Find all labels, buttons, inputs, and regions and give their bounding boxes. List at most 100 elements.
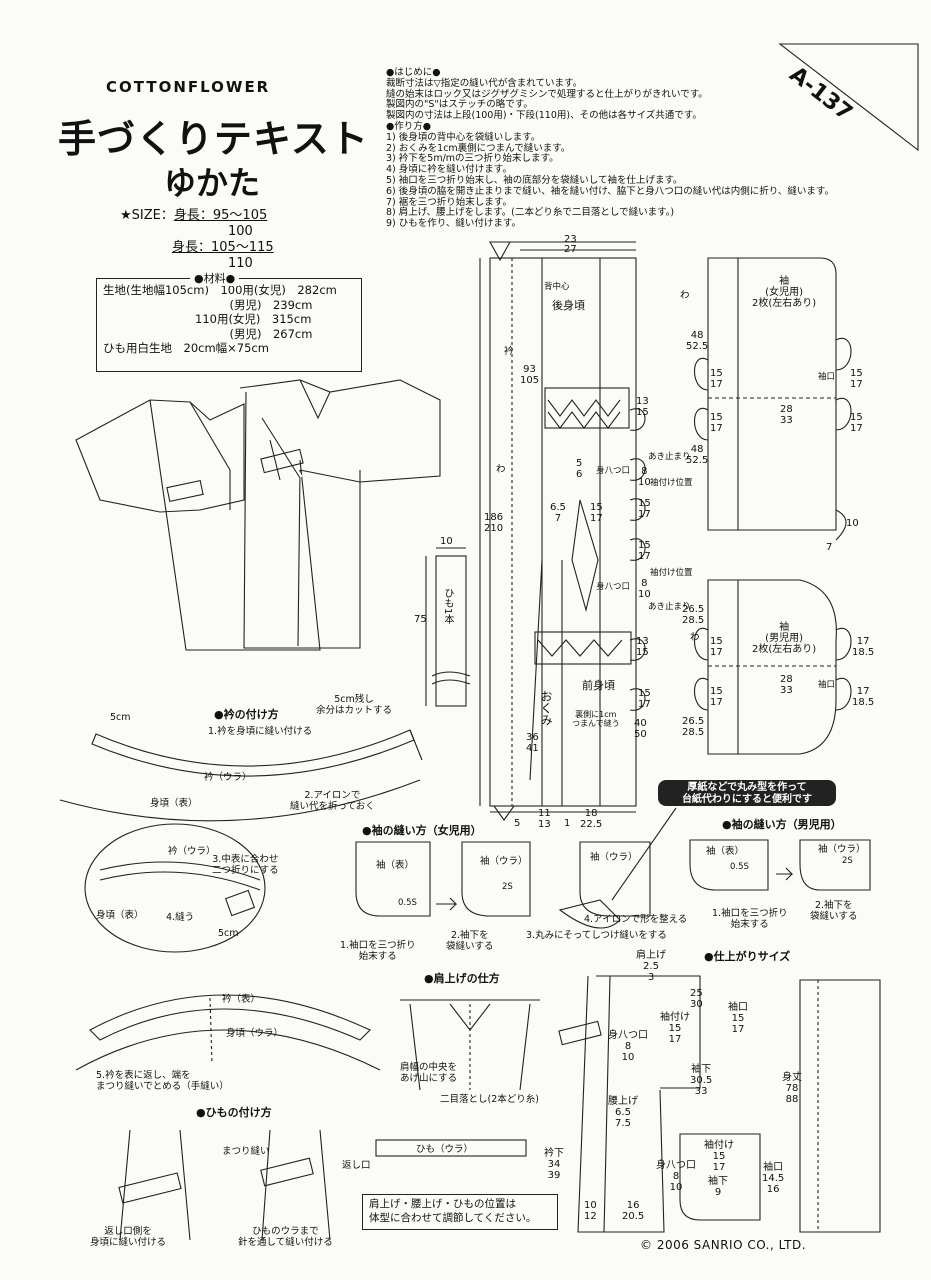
- label-sleeve-boy: 袖 (男児用) 2枚(左右あり): [752, 622, 817, 655]
- finish-k10: 身丈 78 88: [782, 1072, 802, 1105]
- label-2s: 2S: [502, 882, 513, 892]
- step-eri-3: 3.中表に合わせ 二つ折りにする: [212, 854, 279, 876]
- finish-k9: 16 20.5: [622, 1200, 645, 1222]
- instructions-text: ●はじめに● 裁断寸法は▽指定の縫い代が含まれています。 縫の始末はロック又はジ…: [386, 67, 834, 230]
- dim-m15d: 15 17: [638, 688, 651, 710]
- step-eri-1: 1.衿を身頃に縫い付ける: [208, 726, 313, 737]
- finish-k2: 袖口 15 17: [728, 1002, 748, 1035]
- finish-k6: 腰上げ 6.5 7.5: [608, 1096, 638, 1129]
- step-eri-5: 5.衿を表に返し、端を まつり縫いでとめる（手縫い）: [96, 1070, 229, 1092]
- finish-k4: 身八つ口 8 10: [608, 1030, 648, 1063]
- finish-k1: 25 30: [690, 988, 703, 1010]
- dim-s28-boy: 28 33: [780, 674, 793, 696]
- copyright: © 2006 SANRIO CO., LTD.: [640, 1238, 807, 1252]
- label-sg-ura: 袖（ウラ）: [480, 856, 528, 867]
- size-label: ★SIZE：: [120, 208, 174, 223]
- dim-s26b: 26.5 28.5: [682, 716, 705, 738]
- label-okumi: おくみ: [539, 690, 553, 726]
- label-sodeguchi-girl: 袖口: [818, 372, 836, 382]
- section-sode-boy: ●袖の縫い方（男児用）: [722, 818, 842, 831]
- label-sb-ura: 袖（ウラ）: [818, 844, 866, 855]
- dim-s15-girl-l2: 15 17: [710, 412, 723, 434]
- label-wa-body: わ: [496, 464, 506, 475]
- label-body-omote: 身頃（表）: [150, 798, 198, 809]
- dim-s15-girl-r1: 15 17: [850, 368, 863, 390]
- brand-logo: COTTONFLOWER: [106, 78, 271, 96]
- finish-k11: 身八つ口 8 10: [656, 1160, 696, 1193]
- label-eri-ura: 衿（ウラ）: [204, 772, 252, 783]
- dim-93: 93 105: [520, 364, 540, 386]
- step-eri-5cm: 5cm: [110, 712, 131, 723]
- tip-text: 厚紙などで丸み型を作って 台紙代わりにすると便利です: [681, 782, 813, 805]
- label-miyatsuguchi-2: 身八つ口: [596, 582, 631, 592]
- step-eri-5cm-b: 5cm: [218, 928, 239, 939]
- section-finish: ●仕上がりサイズ: [704, 950, 791, 963]
- label-05s: 0.5S: [398, 898, 417, 908]
- finish-k14: 袖口 14.5 16: [762, 1162, 785, 1195]
- sleeve-boy-pattern: [694, 579, 852, 755]
- dim-s10: 10: [846, 518, 859, 529]
- dim-top-23: 23: [564, 234, 577, 245]
- label-himo: ひも1本: [442, 588, 453, 625]
- code-badge: [778, 43, 919, 152]
- label-body-ura: 身頃（ウラ）: [226, 1028, 284, 1039]
- section-sode-girl: ●袖の縫い方（女児用）: [362, 824, 482, 837]
- label-sg-ura-2: 袖（ウラ）: [590, 852, 638, 863]
- dim-m5: 5 6: [576, 458, 583, 480]
- dim-s15-boy-l1: 15 17: [710, 636, 723, 658]
- label-05s-boy: 0.5S: [730, 862, 749, 872]
- label-sg-omote: 袖（表）: [376, 860, 415, 871]
- kimono-sketch: [75, 379, 441, 651]
- step-sg-4: 4.アイロンで形を整える: [584, 914, 688, 925]
- dim-s15-boy-l2: 15 17: [710, 686, 723, 708]
- section-eri: ●衿の付け方: [214, 708, 279, 721]
- size-block: ★SIZE：身長：95〜105 100 身長：105〜115 110: [120, 208, 274, 272]
- size-line-2: 身長：105〜115: [172, 240, 274, 255]
- dim-s28-girl: 28 33: [780, 404, 793, 426]
- eri-finish-diagram: [75, 994, 381, 1071]
- label-wa-boy: わ: [690, 632, 700, 643]
- finish-k8: 10 12: [584, 1200, 597, 1222]
- finish-k13: 袖下 9: [708, 1176, 728, 1198]
- step-sg-1: 1.袖口を三つ折り 始末する: [340, 940, 416, 962]
- step-himo-2: ひものウラまで 針を通して縫い付ける: [238, 1226, 333, 1248]
- label-himo-kaeshi: 返し口: [342, 1160, 371, 1171]
- dim-s7: 7: [826, 542, 833, 553]
- label-eri-ura-2: 衿（ウラ）: [168, 846, 216, 857]
- label-akidomari-2: あき止まり: [648, 602, 691, 612]
- section-himo: ●ひもの付け方: [196, 1106, 272, 1119]
- finish-k5: 袖下 30.5 33: [690, 1064, 713, 1097]
- tip-banner: 厚紙などで丸み型を作って 台紙代わりにすると便利です: [658, 780, 836, 806]
- label-back-body: 後身頃: [552, 299, 585, 312]
- dim-m65: 6.5 7: [550, 502, 566, 524]
- dim-m15c: 15 17: [590, 502, 603, 524]
- materials-row: (男児) 239cm: [103, 297, 313, 312]
- materials-row: (男児) 267cm: [103, 326, 313, 341]
- label-2s-boy: 2S: [842, 856, 853, 866]
- dim-s48b: 48 52.5: [686, 444, 709, 466]
- materials-heading: ●材料●: [190, 270, 240, 286]
- dim-himo-75: 75: [414, 614, 427, 625]
- finish-kataage: 肩上げ 2.5 3: [636, 950, 666, 983]
- step-sg-3: 3.丸みにそってしつけ縫いをする: [526, 930, 667, 941]
- body-pattern: [479, 241, 646, 821]
- label-eri-omote: 衿（表）: [222, 994, 261, 1005]
- dim-s26a: 26.5 28.5: [682, 604, 705, 626]
- step-sb-1: 1.袖口を三つ折り 始末する: [712, 908, 788, 930]
- dim-s17-boy-1: 17 18.5: [852, 636, 875, 658]
- dim-m8b: 8 10: [638, 578, 651, 600]
- finish-k3: 袖付け 15 17: [660, 1012, 690, 1045]
- step-kata-2: 二目落とし(2本どり糸): [440, 1094, 539, 1105]
- step-kata-1: 肩幅の中央を あげ山にする: [400, 1062, 458, 1084]
- dim-s15-girl-r2: 15 17: [850, 412, 863, 434]
- label-sodeguchi-boy: 袖口: [818, 680, 836, 690]
- dim-m36: 36 41: [526, 732, 539, 754]
- dim-m13b: 13 15: [636, 636, 649, 658]
- finish-diagram: [558, 975, 881, 1233]
- label-sodetsuke-1: 袖付け位置: [650, 478, 693, 488]
- size-line-1: 身長：95〜105: [173, 208, 268, 223]
- dim-m15b: 15 17: [638, 540, 651, 562]
- note-box: 肩上げ・腰上げ・ひもの位置は 体型に合わせて調節してください。: [362, 1194, 558, 1230]
- step-eri-4: 4.縫う: [166, 912, 195, 923]
- label-sodetsuke-2: 袖付け位置: [650, 568, 693, 578]
